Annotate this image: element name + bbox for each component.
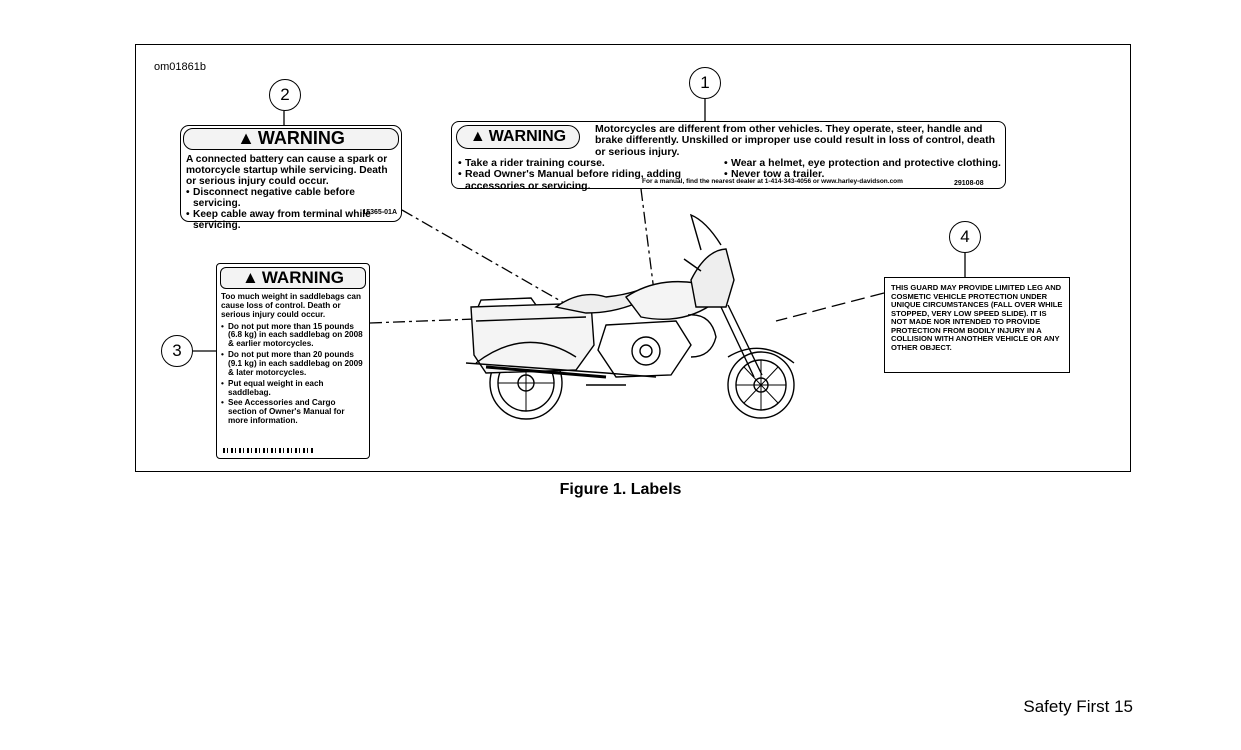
barcode [223, 448, 313, 453]
warning-heading: WARNING [257, 128, 345, 149]
leader-line-2-dash [401, 209, 572, 308]
label-code: 29108-08 [954, 180, 984, 187]
warning-triangle-icon: ▲ [469, 128, 486, 146]
list-item: Never tow a trailer. [724, 168, 1014, 181]
list-item: Disconnect negative cable before servici… [186, 187, 396, 209]
list-item: Put equal weight in each saddlebag. [221, 379, 365, 398]
figure-frame: om01861b 1 2 3 4 ▲ WARNING Motorcycles a… [135, 44, 1131, 472]
warning-header: ▲ WARNING [456, 125, 580, 149]
callout-4: 4 [949, 221, 981, 253]
warning-header: ▲ WARNING [183, 128, 399, 150]
list-item: Do not put more than 20 pounds (9.1 kg) … [221, 350, 365, 378]
warning-main-text: Motorcycles are different from other veh… [595, 123, 996, 158]
warning-footer-text: For a manual, find the nearest dealer at… [642, 178, 903, 185]
guard-label-4: THIS GUARD MAY PROVIDE LIMITED LEG AND C… [884, 277, 1070, 373]
list-item: Do not put more than 15 pounds (6.8 kg) … [221, 322, 365, 350]
callout-1: 1 [689, 67, 721, 99]
warning-triangle-icon: ▲ [237, 128, 255, 149]
list-item: Take a rider training course. [458, 157, 728, 170]
label-code: 15365-01A [362, 209, 397, 217]
callout-3: 3 [161, 335, 193, 367]
warning-heading: WARNING [261, 267, 344, 287]
callout-2: 2 [269, 79, 301, 111]
list-item: See Accessories and Cargo section of Own… [221, 399, 365, 426]
warning-header: ▲ WARNING [220, 267, 366, 289]
figure-id: om01861b [154, 61, 206, 73]
warning-bullets: Do not put more than 15 pounds (6.8 kg) … [221, 322, 365, 426]
warning-label-2: ▲ WARNING A connected battery can cause … [180, 125, 402, 231]
warning-label-3: ▲ WARNING Too much weight in saddlebags … [216, 263, 370, 459]
list-item: Read Owner's Manual before riding, addin… [458, 169, 728, 192]
warning-bullets-left: Take a rider training course. Read Owner… [458, 157, 728, 192]
leader-line-4-dash [775, 292, 885, 322]
warning-bullets: Disconnect negative cable before servici… [186, 187, 396, 231]
list-item: Keep cable away from terminal while serv… [186, 209, 396, 231]
warning-text: Too much weight in saddlebags can cause … [221, 292, 361, 319]
figure-caption: Figure 1. Labels [559, 481, 682, 498]
guard-text: THIS GUARD MAY PROVIDE LIMITED LEG AND C… [891, 283, 1063, 352]
warning-text: A connected battery can cause a spark or… [186, 154, 388, 188]
warning-heading: WARNING [488, 128, 567, 146]
leader-line-3-dash [369, 318, 477, 324]
list-item: Wear a helmet, eye protection and protec… [724, 157, 1014, 170]
warning-triangle-icon: ▲ [242, 267, 259, 287]
warning-bullets-right: Wear a helmet, eye protection and protec… [724, 157, 1014, 181]
page-footer: Safety First 15 [1023, 697, 1133, 716]
warning-label-1: ▲ WARNING Motorcycles are different from… [451, 121, 1006, 192]
motorcycle-illustration [193, 99, 966, 420]
